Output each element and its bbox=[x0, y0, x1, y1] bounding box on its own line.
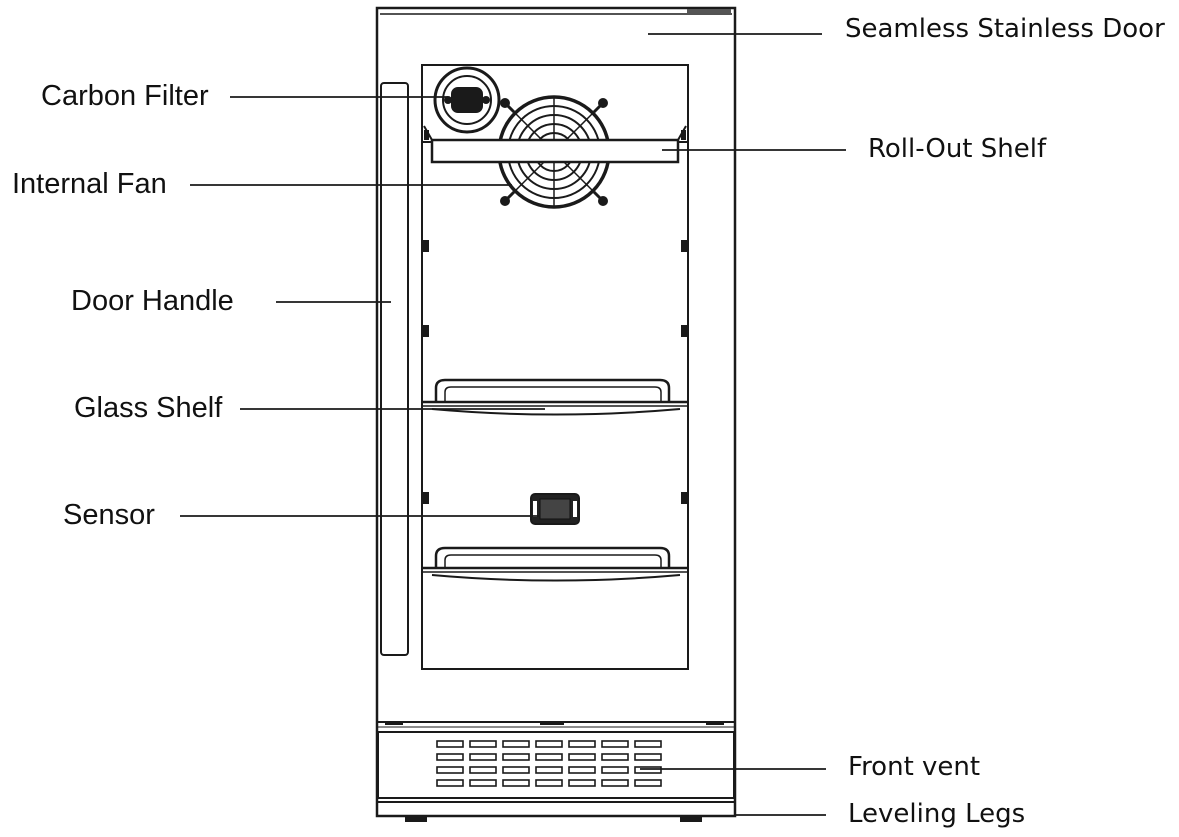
glass-shelf-lower bbox=[423, 546, 688, 582]
front-vent-panel bbox=[377, 731, 735, 803]
hinge-right bbox=[706, 721, 724, 725]
roll-out-shelf bbox=[422, 125, 688, 164]
glass-window bbox=[421, 64, 689, 670]
shelf-supports bbox=[423, 240, 687, 504]
carbon-filter bbox=[433, 66, 501, 134]
label-leveling-legs: Leveling Legs bbox=[848, 799, 1026, 829]
leader-lines bbox=[180, 33, 846, 816]
label-sensor: Sensor bbox=[63, 499, 155, 531]
cabinet-outline bbox=[375, 6, 737, 818]
label-roll-out-shelf: Roll-Out Shelf bbox=[868, 134, 1047, 164]
glass-shelf-upper bbox=[423, 378, 688, 416]
label-door-handle: Door Handle bbox=[71, 285, 234, 317]
leveling-legs bbox=[405, 816, 702, 822]
vent-slots bbox=[436, 740, 662, 787]
model-badge bbox=[687, 9, 731, 13]
label-carbon-filter: Carbon Filter bbox=[41, 80, 209, 112]
label-front-vent: Front vent bbox=[848, 752, 981, 782]
door-handle-bar bbox=[380, 82, 409, 656]
hinge-mid bbox=[540, 721, 564, 725]
sensor-unit bbox=[530, 493, 580, 525]
label-internal-fan: Internal Fan bbox=[12, 168, 167, 200]
label-glass-shelf: Glass Shelf bbox=[74, 392, 223, 424]
hinge-left bbox=[385, 721, 403, 725]
cabinet bbox=[375, 6, 737, 818]
label-seamless-door: Seamless Stainless Door bbox=[845, 14, 1165, 44]
